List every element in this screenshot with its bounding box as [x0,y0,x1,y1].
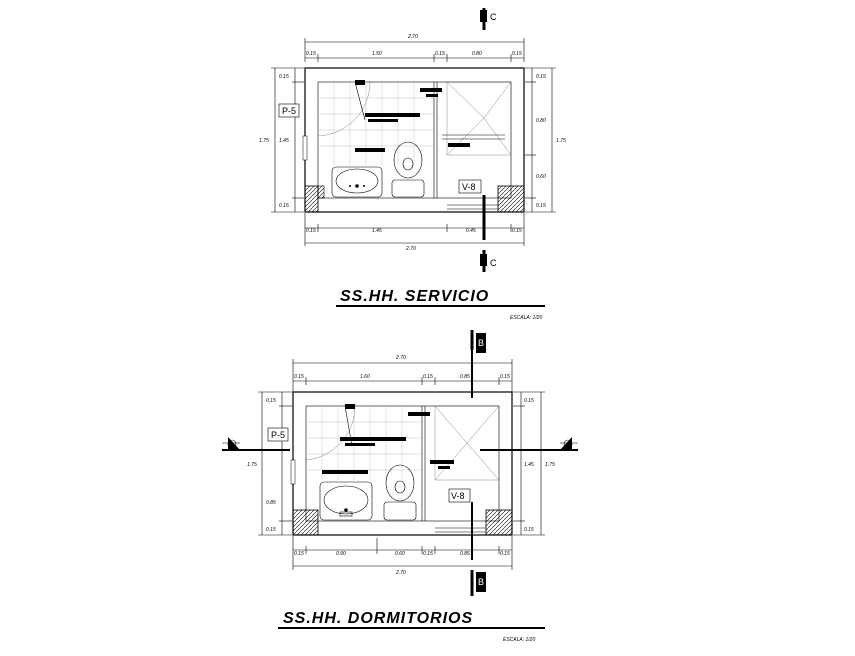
section-mark-label: B [478,577,484,587]
section-mark-label: C [490,258,497,268]
section-mark-label: C [490,12,497,22]
inner-wall [305,405,500,522]
dim-right-part: 0.15 [536,203,546,209]
plan-title: SS.HH. SERVICIO [340,288,489,305]
section-marker-head [476,572,486,592]
dim-right-part: 1.45 [524,462,534,468]
dim-bottom-part: 0.45 [466,228,476,234]
dim-bottom-part: 0.15 [512,228,522,234]
dim-left-part: 0.15 [279,74,289,80]
dim-left-part: 0.15 [266,527,276,533]
annotation-text-block [430,460,454,464]
annotation-text-block [448,143,470,147]
window-tag-box [448,488,471,503]
dim-bottom-part: 0.60 [395,551,405,557]
section-marker-head [476,333,486,353]
door-tag-box [267,427,289,442]
dim-right-part: 0.15 [536,74,546,80]
window-tag: V-8 [462,182,476,192]
dim-bottom-total: 2.70 [405,246,416,252]
dim-bottom-total: 2.70 [395,570,406,576]
dim-left-part: 0.85 [266,500,276,506]
dim-top-part: 0.15 [423,374,433,380]
plan-dormitorios: B 2.70 0.15 1.60 0.15 0.85 0.15 1.75 0.1… [222,330,578,643]
dim-right-part: 0.15 [524,527,534,533]
outer-wall [304,67,525,213]
elevation-marker-left [222,437,290,451]
dim-left-total: 1.75 [259,138,269,144]
annotation-text-block [408,412,430,416]
annotation-text-block [355,148,385,152]
annotation-text-block [420,88,442,92]
annotation-text-block [322,470,368,474]
dim-left-part: 0.15 [266,398,276,404]
elevation-marker-right [480,437,578,451]
sink-fixture [331,166,383,198]
dim-left-part: 1.45 [279,138,289,144]
dim-top-part: 0.85 [460,374,470,380]
section-mark-label: B [478,338,484,348]
plan-scale: ESCALA: 1/20 [510,315,542,321]
dim-top-part: 0.15 [294,374,304,380]
dim-right-part: 0.60 [536,174,546,180]
door-swing-arc [305,405,356,461]
door-tag: P-5 [282,106,296,116]
dim-top-part: 0.80 [472,51,482,57]
sink-fixture [319,481,373,521]
dim-bottom-part: 0.15 [294,551,304,557]
dim-top-part: 0.15 [512,51,522,57]
column-hatch [304,185,525,213]
toilet-fixture [391,141,425,198]
dim-bottom-part: 0.15 [423,551,433,557]
plan-scale: ESCALA: 1/20 [503,637,535,643]
outer-wall [292,391,513,536]
dim-left-part: 0.15 [279,203,289,209]
dim-bottom-part: 0.15 [306,228,316,234]
plan-servicio: C 2.70 0.15 1.50 0.15 0.80 0.15 1.75 0.1… [259,8,566,321]
dim-top-part: 1.50 [372,51,382,57]
plan-title: SS.HH. DORMITORIOS [283,610,473,627]
window-tag: V-8 [451,491,465,501]
door-leaf [354,81,366,121]
inner-wall [317,81,512,199]
toilet-fixture [383,464,417,521]
dim-bottom-part: 1.45 [372,228,382,234]
dim-bottom-part: 0.85 [460,551,470,557]
door-swing-arc [317,81,371,137]
annotation-text-block [365,113,420,117]
dim-top-total: 2.70 [395,355,406,361]
dim-right-part: 0.15 [524,398,534,404]
dim-top-total: 2.70 [407,34,418,40]
dim-bottom-part: 0.90 [336,551,346,557]
section-marker-head [480,10,487,22]
annotation-text-block [340,437,406,441]
dim-right-total: 1.75 [556,138,566,144]
dim-top-part: 0.15 [306,51,316,57]
section-marker-head [480,254,487,266]
dim-top-part: 0.15 [435,51,445,57]
dim-right-part: 0.80 [536,118,546,124]
dim-top-part: 0.15 [500,374,510,380]
door-tag: P-5 [271,430,285,440]
dim-top-part: 1.60 [360,374,370,380]
dim-right-total: 1.75 [545,462,555,468]
window-tag-box [458,179,482,194]
dim-left-total: 1.75 [247,462,257,468]
column-hatch [292,509,513,536]
tile-grid [318,82,434,165]
door-tag-box [278,103,300,118]
dim-bottom-part: 0.15 [500,551,510,557]
